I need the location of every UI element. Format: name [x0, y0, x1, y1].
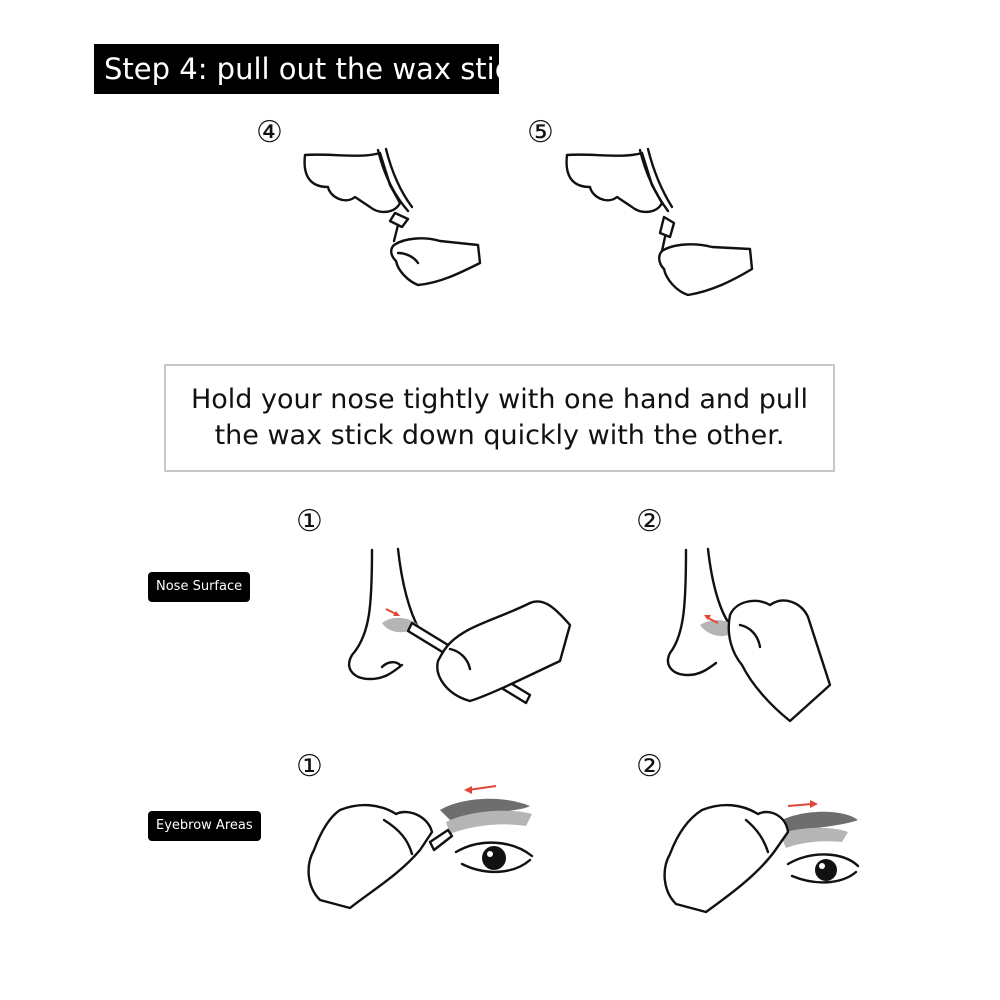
- eye-icon: [454, 841, 534, 874]
- eyebrow-step-2-illustration: [663, 800, 860, 914]
- eyebrow-icon: [780, 811, 858, 848]
- wax-stick-icon: [428, 828, 454, 852]
- eyebrow-icon: [440, 798, 532, 834]
- nose-step-2-number: ②: [636, 504, 663, 539]
- nose-icon: [303, 147, 414, 214]
- nose-icon: [666, 547, 732, 677]
- arrow-icon: [385, 608, 400, 616]
- hand-icon: [390, 237, 482, 287]
- step-5-illustration: [565, 147, 754, 297]
- eyebrow-areas-label: Eyebrow Areas: [148, 811, 261, 841]
- arrow-icon: [704, 615, 719, 624]
- hand-icon: [663, 803, 790, 914]
- instruction-text: Hold your nose tightly with one hand and…: [190, 384, 809, 451]
- nose-icon: [347, 547, 422, 681]
- nose-step-1-illustration: [347, 547, 572, 705]
- nose-step-2-illustration: [666, 547, 832, 723]
- arrow-icon: [464, 785, 497, 794]
- eyebrow-step-1-number: ①: [296, 749, 323, 784]
- step-5-number: ⑤: [527, 115, 554, 150]
- hand-icon: [436, 600, 572, 703]
- hand-icon: [307, 803, 434, 910]
- page-title: Step 4: pull out the wax stick: [94, 44, 527, 94]
- nose-step-1-number: ①: [296, 504, 323, 539]
- instruction-callout: Hold your nose tightly with one hand and…: [164, 364, 835, 472]
- nose-surface-label: Nose Surface: [148, 572, 251, 602]
- hand-icon: [658, 243, 754, 297]
- wax-stick-icon: [388, 211, 410, 243]
- step-4-illustration: [303, 147, 482, 287]
- step-4-number: ④: [256, 115, 283, 150]
- nose-icon: [565, 147, 674, 214]
- eyebrow-step-2-number: ②: [636, 749, 663, 784]
- eye-icon: [786, 853, 860, 884]
- arrow-icon: [787, 800, 818, 808]
- hand-icon: [727, 599, 832, 723]
- wax-stick-icon: [658, 215, 676, 253]
- eyebrow-step-1-illustration: [307, 785, 534, 910]
